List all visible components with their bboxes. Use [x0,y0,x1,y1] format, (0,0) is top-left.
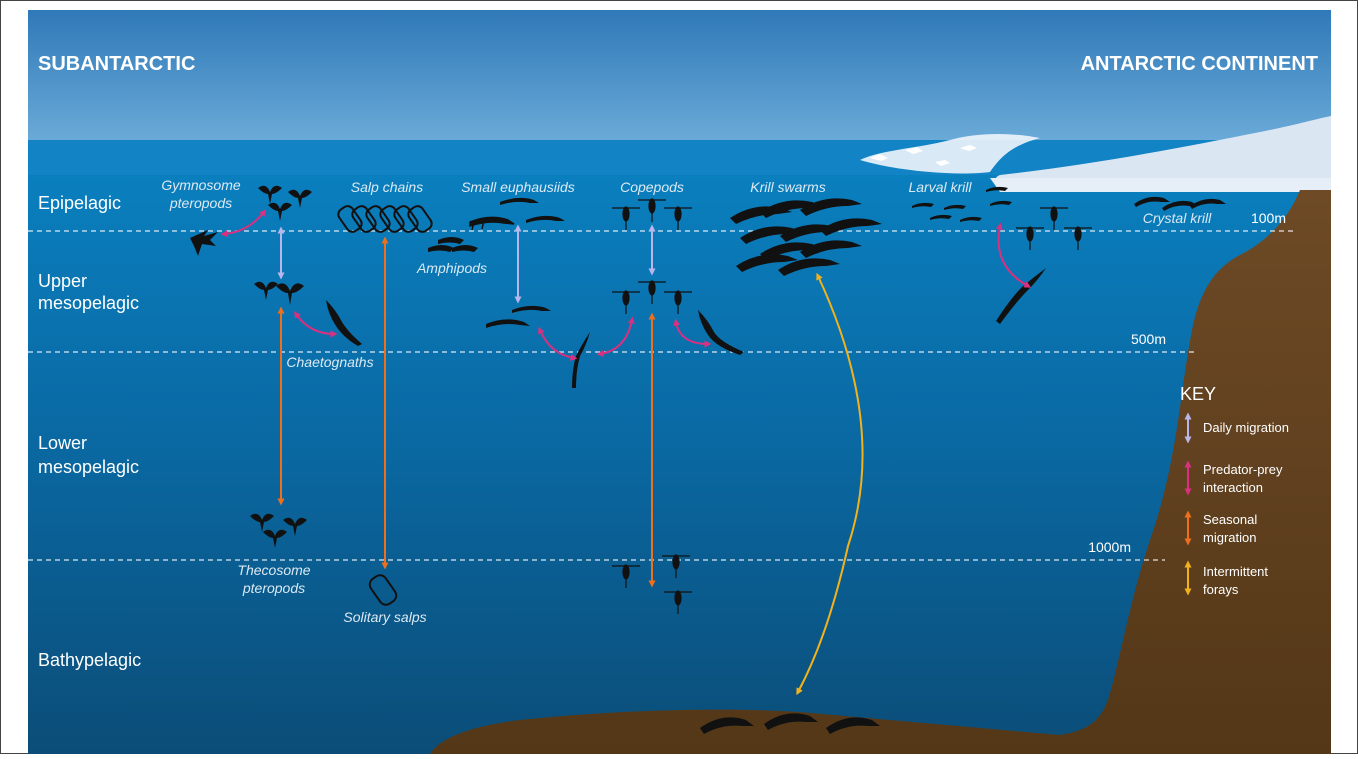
label-crystal-krill: Crystal krill [1143,210,1212,226]
gymnosome-pteropod-icons [190,230,218,256]
predator-arrow-larval-krill [995,222,1032,288]
pteropod-icon [258,185,282,204]
pteropod-icon [276,283,304,305]
key-seasonal-label-line2: migration [1203,530,1256,545]
copepod-icons [612,198,1092,614]
label-gymnosome-line2: pteropods [169,195,232,211]
depth-label-1000m: 1000m [1088,539,1131,555]
copepod-icon [664,206,692,230]
chaetognath-icon [996,268,1046,324]
zone-epipelagic: Epipelagic [38,193,121,213]
key-daily-label: Daily migration [1203,420,1289,435]
copepod-icon [1064,226,1092,250]
label-salp-chains: Salp chains [351,179,423,195]
copepod-icon [612,564,640,588]
pteropod-icon [254,281,278,300]
amphipod-icon [452,245,478,252]
solitary-salp-icon [368,574,398,606]
key-legend: KEY Daily migration Predator-prey intera… [1180,384,1289,597]
label-gymnosome-line1: Gymnosome [161,177,241,193]
pteropod-icon [263,529,287,548]
key-title: KEY [1180,384,1216,404]
label-copepods: Copepods [620,179,684,195]
label-krill-swarms: Krill swarms [750,179,825,195]
larval-krill-icons [912,186,1012,222]
amphipod-icon [438,237,464,244]
predator-arrow-chaetognath [293,311,338,338]
label-chaetognaths: Chaetognaths [286,354,373,370]
subantarctic-title: SUBANTARCTIC [38,53,195,75]
predator-arrow-copepod-right [673,318,712,348]
ocean-water [28,175,1331,754]
key-intermittent-label-line1: Intermittent [1203,564,1268,579]
label-amphipods: Amphipods [416,260,487,276]
copepod-icon [664,590,692,614]
intermittent-foray-arrow [796,272,864,696]
euphausiid-icons [428,197,565,328]
predator-arrow-copepod-left [596,316,635,357]
salp-chain-icon [337,205,433,233]
copepod-icon [612,206,640,230]
label-solitary-salps: Solitary salps [343,609,426,625]
label-small-euphausiids: Small euphausiids [461,179,575,195]
pteropod-icon [283,517,307,536]
crystal-krill-icons [1134,196,1226,211]
copepod-icon [612,290,640,314]
zone-lower-meso-line1: Lower [38,433,87,453]
chaetognath-icon [572,332,590,388]
zone-bathypelagic: Bathypelagic [38,650,141,670]
copepod-icon [638,198,666,222]
label-larval-krill: Larval krill [908,179,972,195]
depth-label-100m: 100m [1251,210,1286,226]
copepod-icon [664,290,692,314]
key-seasonal-label-line1: Seasonal [1203,512,1257,527]
key-intermittent-label-line2: forays [1203,582,1239,597]
label-thecosome-line1: Thecosome [237,562,310,578]
depth-label-500m: 500m [1131,331,1166,347]
pteropod-icon [288,189,312,208]
benthic-krill-icons [700,713,880,734]
daily-migration-arrows [277,224,656,304]
predator-arrow-gymnosome [220,209,267,238]
krill-swarm-icon [730,198,882,276]
pteropod-icon [268,202,292,221]
copepod-icon [638,280,666,304]
zone-upper-meso-line2: mesopelagic [38,293,139,313]
copepod-icon [662,554,690,578]
zone-upper-meso-line1: Upper [38,271,87,291]
predator-prey-arrows [220,209,1032,361]
key-predator-label-line2: interaction [1203,480,1263,495]
zone-lower-meso-line2: mesopelagic [38,457,139,477]
gymnosome-pteropod-icon [190,230,218,256]
key-predator-label-line1: Predator-prey [1203,462,1283,477]
amphipod-icon [428,245,454,252]
continental-shelf [430,190,1331,754]
ice-shelf [860,116,1331,192]
label-thecosome-line2: pteropods [242,580,305,596]
seasonal-migration-arrows [277,236,656,588]
copepod-icon [1040,206,1068,230]
thecosome-pteropods-surface [250,185,312,548]
pteropod-icon [250,513,274,532]
antarctic-continent-title: ANTARCTIC CONTINENT [1081,53,1318,75]
predator-arrow-euphausiid [538,326,578,361]
